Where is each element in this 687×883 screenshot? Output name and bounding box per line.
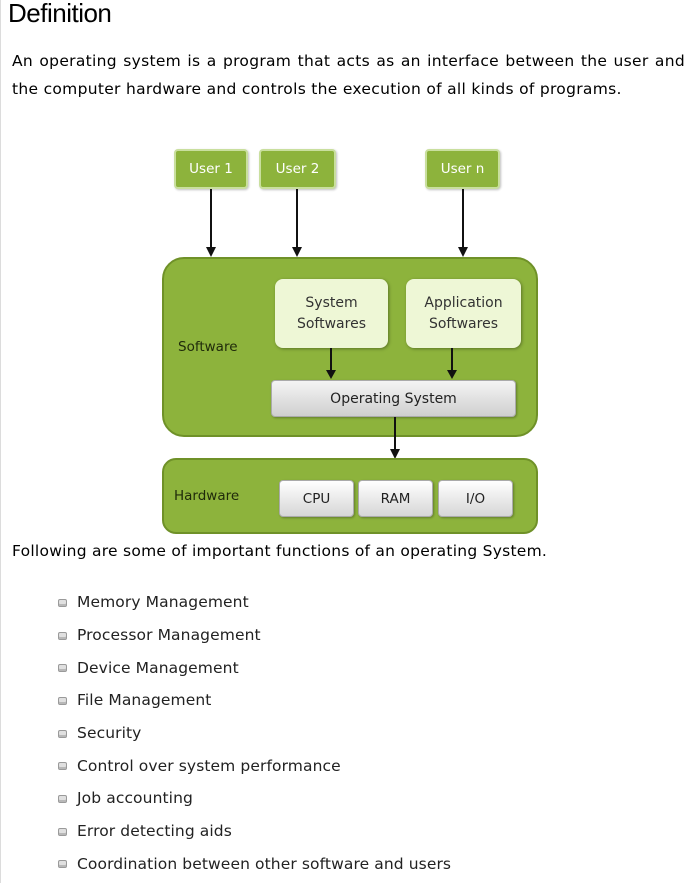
io-box: I/O: [438, 480, 513, 517]
list-item: Security: [58, 717, 451, 750]
software-label: Software: [178, 339, 238, 355]
bullet-icon: [58, 598, 67, 607]
left-border: [0, 0, 1, 883]
arrow-system-os-icon: [326, 348, 336, 379]
list-item: Memory Management: [58, 586, 451, 619]
list-item: File Management: [58, 684, 451, 717]
list-item-text: Job accounting: [77, 789, 193, 808]
intro-paragraph: An operating system is a program that ac…: [12, 52, 685, 98]
arrow-user1-icon: [206, 189, 216, 257]
list-item: Error detecting aids: [58, 815, 451, 848]
list-item: Job accounting: [58, 782, 451, 815]
functions-list: Memory Management Processor Management D…: [58, 586, 451, 880]
arrow-usern-icon: [458, 189, 468, 257]
user-n-box: User n: [425, 149, 500, 189]
arrow-os-hardware-icon: [390, 417, 400, 459]
hardware-label: Hardware: [174, 488, 240, 504]
operating-system-box: Operating System: [271, 380, 516, 417]
list-item-text: Processor Management: [77, 626, 261, 645]
arrow-user2-icon: [292, 189, 302, 257]
system-softwares-box: System Softwares: [275, 279, 388, 348]
list-item-text: Memory Management: [77, 593, 249, 612]
list-item: Control over system performance: [58, 749, 451, 782]
functions-intro: Following are some of important function…: [12, 542, 548, 560]
list-item: Processor Management: [58, 619, 451, 652]
ram-box: RAM: [358, 480, 433, 517]
bullet-icon: [58, 860, 67, 869]
bullet-icon: [58, 696, 67, 705]
list-item-text: Error detecting aids: [77, 822, 232, 841]
list-item-text: Device Management: [77, 658, 239, 677]
bullet-icon: [58, 664, 67, 673]
bullet-icon: [58, 631, 67, 640]
list-item: Device Management: [58, 651, 451, 684]
list-item-text: Control over system performance: [77, 756, 341, 775]
list-item-text: Coordination between other software and …: [77, 854, 452, 873]
list-item-text: Security: [77, 724, 142, 743]
bullet-icon: [58, 794, 67, 803]
bullet-icon: [58, 729, 67, 738]
os-diagram: User 1 User 2 User n Software System Sof…: [160, 145, 540, 537]
application-softwares-box: Application Softwares: [406, 279, 521, 348]
list-item: Coordination between other software and …: [58, 848, 451, 881]
bullet-icon: [58, 827, 67, 836]
page-title: Definition: [8, 0, 112, 28]
list-item-text: File Management: [77, 691, 212, 710]
cpu-box: CPU: [279, 480, 354, 517]
bullet-icon: [58, 762, 67, 771]
user-2-box: User 2: [259, 149, 336, 189]
arrow-app-os-icon: [447, 348, 457, 379]
user-1-box: User 1: [174, 149, 248, 189]
